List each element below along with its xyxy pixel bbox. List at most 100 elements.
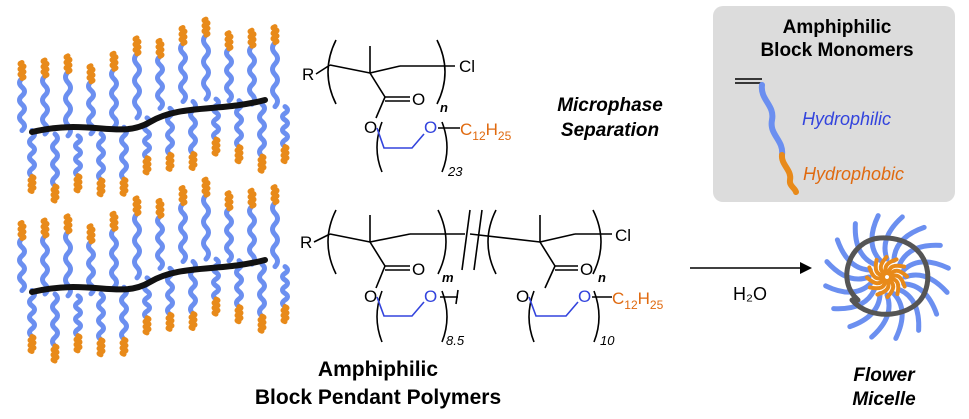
bottom-ether-oxygen-2: O [578, 287, 591, 306]
top-hydrophilic-arm-up [201, 32, 211, 102]
top-hydrophobic-tip-up [224, 30, 234, 52]
bottom-hydrophobic-tip-up [155, 197, 165, 219]
bottom-polymer-backbone [29, 257, 268, 295]
bottom-alkyl-c: C [612, 289, 624, 308]
bottom-hydrophobic-tip-up [86, 223, 96, 245]
bottom-hydrophobic-tip-up [132, 195, 142, 217]
micelle-hydrophobic-chain [867, 278, 887, 291]
top-hydrophobic-tip-down [119, 176, 129, 197]
micelle-hydrophobic-chain [875, 279, 891, 297]
bottom-hydrophobic-tip-down [188, 311, 198, 332]
bottom-carbonyl-oxygen-2: O [580, 260, 593, 279]
top-hydrophilic-arm-up [224, 46, 234, 104]
top-alkyl-chain: C12H25 [460, 120, 512, 143]
top-hydrophilic-arm-down [119, 124, 129, 182]
bottom-r-group: R [300, 233, 312, 252]
top-hydrophobic-tip-down [165, 151, 175, 172]
top-ether-oxygen: O [424, 118, 437, 137]
top-hydrophobic-tip-down [96, 177, 106, 198]
bottom-hydrophobic-tip-down [165, 311, 175, 332]
top-hydrophilic-arm-down [73, 133, 83, 179]
microphase-label: Microphase Separation [557, 95, 663, 141]
micelle-hydrophobic-chain [878, 255, 889, 276]
bottom-hydrophilic-arm-down [257, 261, 267, 319]
top-hydrophobic-tip-down [142, 155, 152, 176]
bottom-chemical-structure: R Cl O m O [300, 209, 664, 348]
bottom-hydrophilic-arm-up [109, 226, 119, 290]
bottom-hydrophobic-tip-up [178, 185, 188, 207]
top-repeat-n: n [440, 100, 448, 115]
top-hydrophobic-tip-up [247, 27, 257, 49]
micelle-caption-line1: Flower [853, 365, 916, 386]
bottom-hydrophobic-tip-up [201, 176, 211, 198]
legend-hydrophobic-label: Hydrophobic [803, 164, 904, 184]
micelle-hydrophobic-chain [889, 273, 907, 289]
reaction-arrow: H₂O [690, 262, 812, 304]
microphase-line2: Separation [561, 120, 659, 141]
micelle-hydrophobic-chain [867, 265, 885, 281]
top-hydrophilic-arm-up [270, 40, 280, 110]
top-hydrophobic-tip-up [201, 16, 211, 38]
top-polymer-brushes [17, 16, 290, 204]
top-alkyl-c-sub: 12 [472, 129, 486, 143]
bottom-hydrophilic-arm-up [40, 233, 50, 297]
top-polymer-backbone [29, 97, 268, 135]
bottom-hydrophobic-tip-down [50, 343, 60, 364]
top-hydrophilic-arm-down [27, 127, 37, 179]
top-peg-count: 23 [447, 164, 463, 179]
micelle-hydrophobic-chain [888, 277, 901, 297]
bottom-hydrophobic-tip-up [270, 184, 280, 206]
bottom-hydrophobic-tip-up [224, 190, 234, 212]
legend-hydrophilic-segment [758, 82, 786, 158]
bottom-repeat-n: n [598, 270, 606, 285]
micelle-hydrophobic-chain [865, 275, 886, 286]
micelle-hydrophobic-core [865, 255, 909, 299]
bottom-polymer-brushes [17, 176, 290, 364]
legend-title-line2: Block Monomers [760, 40, 913, 61]
bottom-hydrophilic-arm-up [132, 211, 142, 281]
bottom-repeat-m: m [442, 270, 454, 285]
bottom-hydrophilic-arm-up [178, 201, 188, 265]
bottom-hydrophobic-tip-up [40, 217, 50, 239]
bottom-hydrophilic-arm-up [270, 200, 280, 270]
micelle-hydrophobic-chain [888, 268, 909, 279]
legend-hydrophilic-label: Hydrophilic [802, 109, 891, 129]
top-hydrophilic-arm-up [155, 53, 165, 111]
bottom-hydrophobic-tip-up [247, 187, 257, 209]
top-hydrophobic-tip-up [178, 25, 188, 47]
top-hydrophobic-tip-down [188, 151, 198, 172]
bottom-hydrophobic-tip-down [142, 315, 152, 336]
bottom-hydrophobic-tip-up [109, 210, 119, 232]
bottom-hydrophobic-tip-down [119, 336, 129, 357]
bottom-end-group: Cl [615, 226, 631, 245]
bottom-hydrophilic-arm-down [50, 291, 60, 349]
micelle-caption-line2: Micelle [852, 389, 916, 410]
bottom-hydrophilic-arm-down [27, 287, 37, 339]
top-end-group: Cl [459, 57, 475, 76]
bottom-alkyl-chain: C12H25 [612, 289, 664, 312]
legend-title-line1: Amphiphilic [783, 17, 892, 38]
micelle-hydrophobic-chain [873, 257, 886, 277]
bottom-alkyl-h-sub: 25 [650, 298, 664, 312]
flower-micelle [823, 213, 951, 341]
top-hydrophobic-tip-up [40, 57, 50, 79]
top-hydrophobic-tip-down [50, 183, 60, 204]
top-hydrophobic-tip-down [27, 173, 37, 194]
bottom-hydrophobic-tip-down [73, 333, 83, 354]
polymer-caption: Amphiphilic Block Pendant Polymers [255, 358, 501, 409]
bottom-hydrophobic-tip-up [17, 219, 27, 241]
top-ester-oxygen: O [364, 118, 377, 137]
top-alkyl-h-sub: 25 [498, 129, 512, 143]
top-hydrophilic-arm-up [247, 43, 257, 107]
polymer-caption-line2: Block Pendant Polymers [255, 386, 501, 409]
top-hydrophobic-tip-up [86, 63, 96, 85]
bottom-hydrophobic-tip-up [63, 213, 73, 235]
bottom-carbonyl-oxygen-1: O [412, 260, 425, 279]
top-hydrophobic-tip-up [17, 59, 27, 81]
bottom-hydrophilic-arm-up [155, 213, 165, 271]
top-hydrophobic-tip-up [155, 37, 165, 59]
micelle-hydrophobic-chain [883, 257, 899, 275]
bottom-hydrophilic-arm-down [119, 284, 129, 342]
bottom-peg-count-2: 10 [600, 333, 615, 348]
bottom-hydrophilic-arm-up [17, 235, 27, 293]
